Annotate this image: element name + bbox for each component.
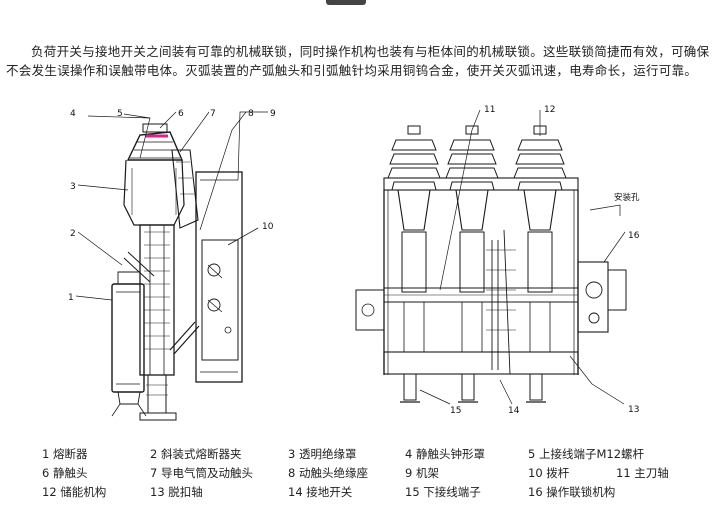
front-callout-11: 11 <box>484 105 495 115</box>
mounting-hole-label: 安装孔 <box>614 192 640 203</box>
front-callout-16: 16 <box>628 231 640 241</box>
front-callout-13: 13 <box>628 405 639 415</box>
insulator-center <box>445 125 499 293</box>
insulator-right <box>513 125 567 293</box>
side-callout-1: 1 <box>68 293 74 303</box>
front-view: 11 12 16 13 14 15 安装孔 <box>355 105 640 416</box>
side-callout-7: 7 <box>210 109 216 119</box>
side-callout-4: 4 <box>70 109 76 119</box>
front-callout-12: 12 <box>544 105 555 115</box>
side-callout-8: 8 <box>248 109 254 119</box>
side-callout-5: 5 <box>117 109 123 119</box>
top-decoration <box>326 0 366 5</box>
side-callout-2: 2 <box>70 229 76 239</box>
insulator-left <box>387 125 441 293</box>
side-callout-6: 6 <box>178 109 184 119</box>
front-callout-15: 15 <box>450 406 461 416</box>
intro-paragraph: 负荷开关与接地开关之间装有可靠的机械联锁，同时操作机构也装有与柜体间的机械联锁。… <box>6 44 710 78</box>
side-callout-9: 9 <box>270 109 276 119</box>
front-callout-14: 14 <box>508 406 520 416</box>
side-callout-3: 3 <box>70 182 76 192</box>
side-view: 4 5 6 7 8 9 3 2 1 10 <box>68 109 276 421</box>
side-callout-10: 10 <box>262 222 274 232</box>
